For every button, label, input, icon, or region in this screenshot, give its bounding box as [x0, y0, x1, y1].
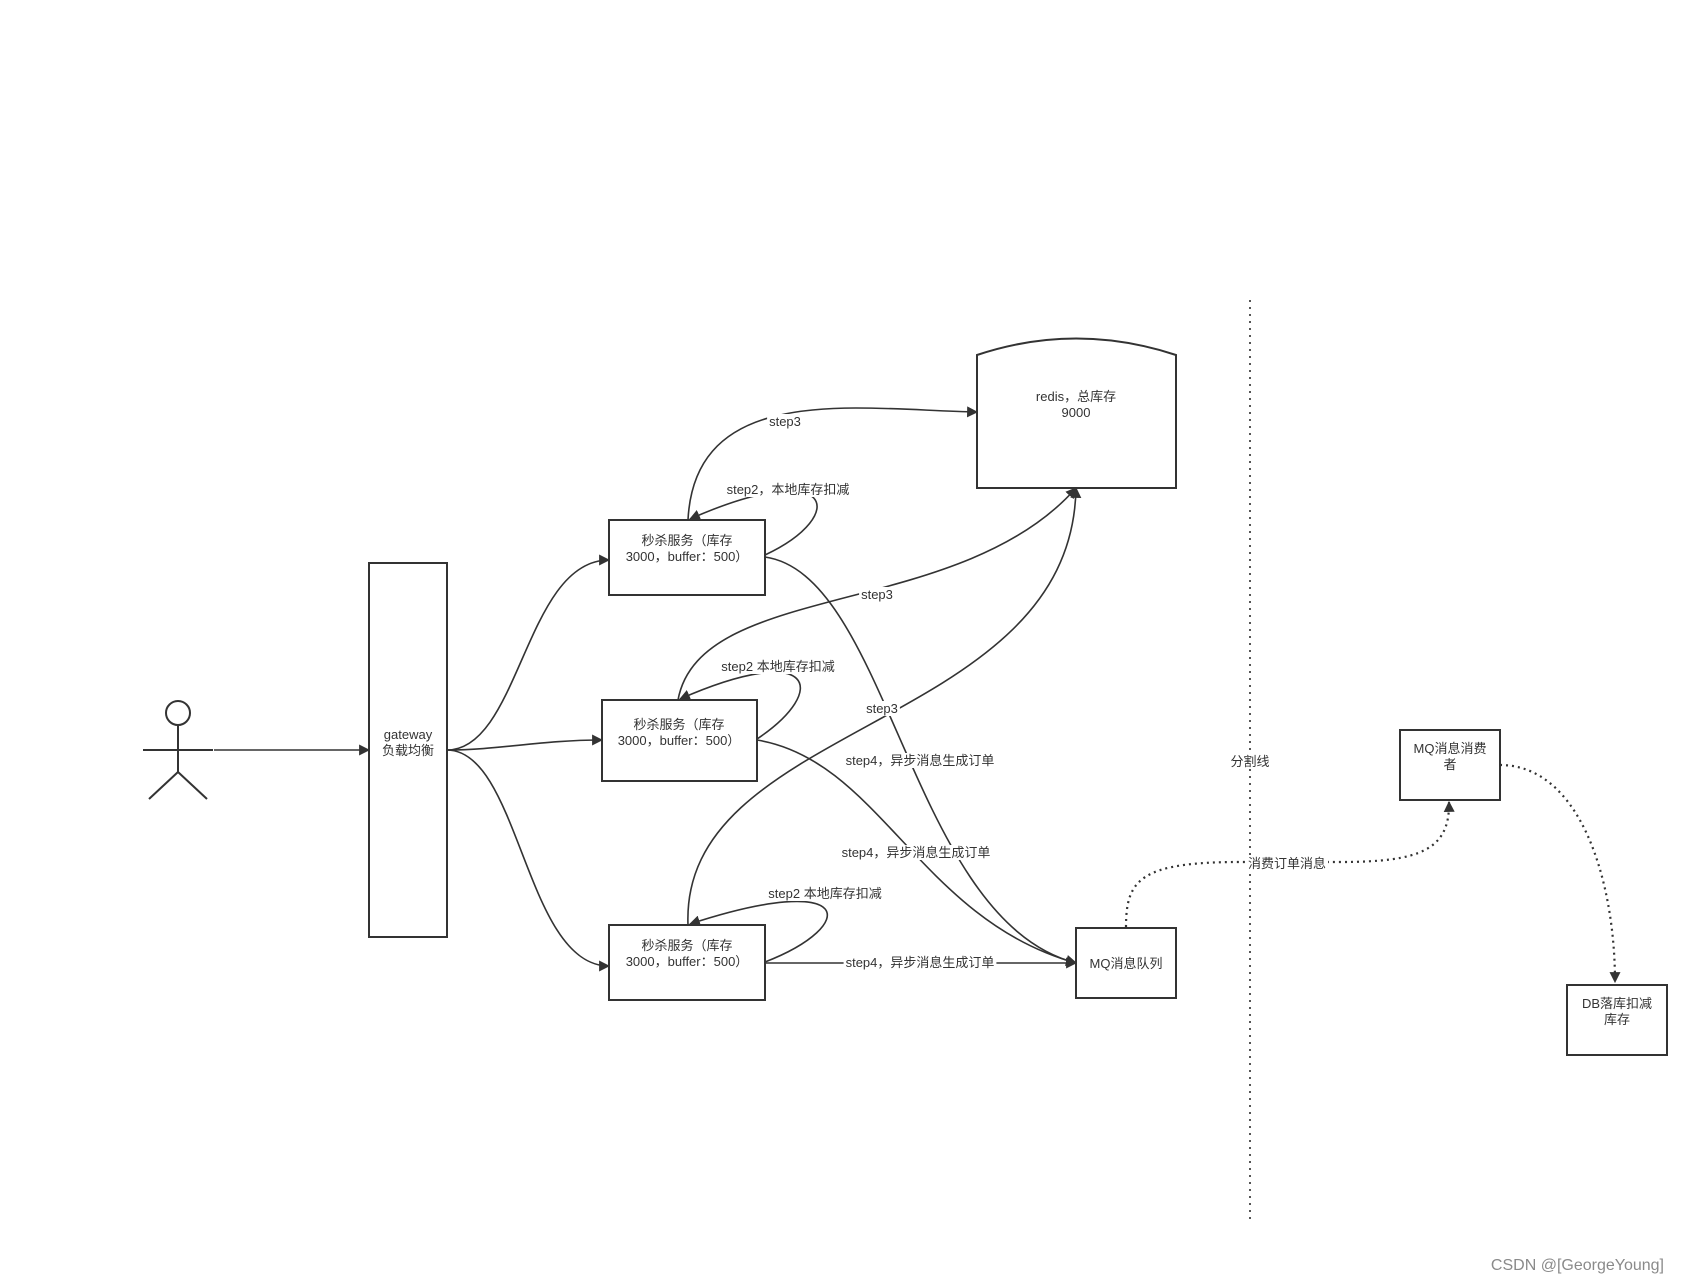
edge-step2-3: [688, 900, 829, 963]
node-label-line: 3000，buffer：500）: [626, 954, 749, 969]
node-label-line: DB落库扣减: [1582, 996, 1652, 1011]
node-label-line: 3000，buffer：500）: [626, 549, 749, 564]
edge-consumer-to-db: [1499, 763, 1621, 984]
node-label-line: 秒杀服务（库存: [641, 533, 732, 548]
edge-label-background: [1228, 754, 1272, 769]
edge-label-step3-2: step3: [859, 587, 895, 602]
svg-text:消费订单消息: 消费订单消息: [1248, 856, 1326, 871]
edge-label-background: [767, 414, 803, 429]
svg-text:step3: step3: [866, 701, 898, 716]
edge-label-step2-1: step2，本地库存扣减: [724, 482, 852, 497]
edge-label-step2-2: step2 本地库存扣减: [719, 659, 837, 674]
edge-gateway-to-seckill-2: [446, 734, 604, 751]
node-mq-label: MQ消息队列: [1090, 956, 1163, 971]
edge-label-step3-3: step3: [864, 701, 900, 716]
edge-step3-3: [687, 486, 1082, 926]
edge-label-consume: 消费订单消息: [1245, 856, 1329, 871]
edge-consume-order-message: [1124, 800, 1455, 928]
node-label-line: 秒杀服务（库存: [641, 938, 732, 953]
node-label-line: redis，总库存: [1036, 389, 1116, 404]
edge-gateway-to-seckill-3: [446, 749, 611, 972]
edge-step4-2: [756, 739, 1078, 966]
watermark: CSDN @[GeorgeYoung]: [1491, 1257, 1664, 1274]
node-label-line: 秒杀服务（库存: [633, 717, 724, 732]
svg-text:step4，异步消息生成订单: step4，异步消息生成订单: [842, 845, 991, 860]
node-label-line: 负载均衡: [382, 743, 434, 758]
edge-label-background: [864, 701, 900, 716]
edge-label-background: [719, 659, 837, 674]
svg-text:step2 本地库存扣减: step2 本地库存扣减: [768, 886, 881, 901]
svg-text:step2，本地库存扣减: step2，本地库存扣减: [727, 482, 850, 497]
node-label-line: 者: [1443, 757, 1456, 772]
edge-step3-2: [677, 487, 1077, 701]
node-db: DB落库扣减库存: [1566, 984, 1668, 1056]
edge-label-step3-1: step3: [767, 414, 803, 429]
edge-label-background: [843, 955, 997, 970]
svg-text:step2 本地库存扣减: step2 本地库存扣减: [721, 659, 834, 674]
edge-label-step4-2: step4，异步消息生成订单: [839, 845, 993, 860]
node-label-line: gateway: [384, 727, 433, 742]
edge-label-background: [859, 587, 895, 602]
node-label-line: 库存: [1604, 1012, 1630, 1027]
svg-text:step4，异步消息生成订单: step4，异步消息生成订单: [846, 753, 995, 768]
edge-step3-1: [687, 406, 979, 521]
node-mq: MQ消息队列: [1075, 927, 1177, 999]
edge-label-background: [1245, 856, 1329, 871]
node-label-line: MQ消息消费: [1414, 741, 1487, 756]
node-mq-consumer: MQ消息消费者: [1399, 729, 1501, 801]
edge-label-background: [839, 845, 993, 860]
edge-gateway-to-seckill-1: [446, 554, 611, 751]
svg-text:step3: step3: [861, 587, 893, 602]
edge-label-step2-3: step2 本地库存扣减: [766, 886, 884, 901]
edge-step2-1: [688, 490, 818, 556]
edge-step2-2: [678, 671, 801, 740]
node-label-line: MQ消息队列: [1090, 956, 1163, 971]
node-label-line: 9000: [1062, 405, 1091, 420]
edge-label-background: [843, 753, 997, 768]
node-db-label: DB落库扣减库存: [1582, 996, 1652, 1027]
edge-step4-1: [764, 556, 1078, 966]
divider-label: 分割线: [1230, 754, 1269, 769]
edge-label-step4-1: step4，异步消息生成订单: [843, 753, 997, 768]
edge-label-background: [766, 886, 884, 901]
edge-label-step4-3: step4，异步消息生成订单: [843, 955, 997, 970]
node-label-line: 3000，buffer：500）: [618, 733, 741, 748]
svg-text:step4，异步消息生成订单: step4，异步消息生成订单: [846, 955, 995, 970]
edge-label-background: [724, 482, 852, 497]
divider-label-group: 分割线: [1228, 754, 1272, 769]
svg-text:step3: step3: [769, 414, 801, 429]
user-actor-icon: [143, 700, 213, 800]
node-mq-consumer-label: MQ消息消费者: [1414, 741, 1487, 772]
